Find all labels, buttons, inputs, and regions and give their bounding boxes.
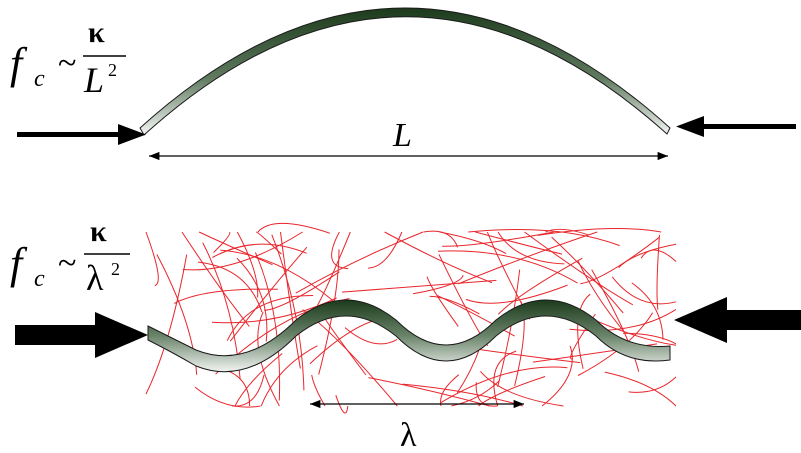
network-filament-line	[319, 310, 367, 376]
network-filament-line	[335, 395, 349, 414]
bottom-formula-lambda: λ	[86, 258, 104, 298]
network-filament-line	[541, 345, 573, 407]
network-filament-line	[236, 231, 259, 298]
top-panel: f c ~ κ L 2 L	[10, 7, 796, 161]
network-filament-line	[368, 231, 403, 269]
network-filament-line	[580, 236, 660, 285]
network-filament-line	[524, 231, 634, 306]
bottom-formula-subscript: c	[34, 266, 45, 292]
network-filament-line	[234, 353, 283, 407]
network-filament-line	[577, 260, 625, 333]
network-filament-line	[551, 236, 624, 314]
network-filament-line	[497, 231, 565, 265]
bottom-formula: f c ~ κ λ 2	[10, 215, 130, 298]
network-filament-line	[631, 282, 664, 340]
network-filament-line	[232, 374, 265, 407]
network-filament-line	[440, 366, 568, 404]
network-filament-line	[591, 269, 640, 372]
red-filament-network	[145, 222, 677, 414]
network-filament-line	[569, 308, 677, 332]
network-filament-line	[236, 257, 268, 342]
network-filament-line	[145, 231, 159, 286]
network-filament-line	[423, 230, 459, 248]
network-filament-line	[344, 327, 398, 345]
network-filament-line	[497, 257, 583, 315]
network-filament-line	[412, 274, 464, 295]
network-filament-line	[465, 284, 568, 304]
network-filament-line	[331, 231, 349, 270]
network-filament-line	[640, 249, 677, 262]
network-filament-line	[478, 376, 546, 407]
bottom-right-force-arrow	[674, 297, 801, 343]
network-filament-line	[213, 231, 231, 253]
top-left-force-arrow	[17, 124, 146, 145]
network-filament-line	[475, 231, 563, 255]
network-filament-line	[493, 350, 517, 407]
network-filament-line	[470, 347, 581, 364]
bottom-filament-wavy	[147, 299, 671, 373]
network-filament-line	[458, 231, 598, 285]
bottom-formula-backing	[6, 232, 142, 294]
network-filament-line	[341, 279, 497, 293]
network-filament-line	[311, 374, 326, 407]
network-filament-line	[220, 249, 344, 311]
network-filament-line	[480, 370, 564, 407]
top-formula-f: f	[10, 39, 28, 88]
network-filament-line	[229, 246, 308, 342]
network-filament-line	[426, 276, 459, 327]
network-filament-line	[197, 261, 263, 313]
network-filament-line	[181, 231, 250, 327]
network-filament-line	[537, 227, 662, 236]
network-filament-line	[271, 234, 305, 391]
network-filament-line	[194, 386, 261, 408]
network-filament-line	[384, 231, 493, 284]
top-right-force-arrow	[676, 116, 796, 137]
top-formula: f c ~ κ L 2	[10, 16, 126, 100]
bottom-formula-kappa: κ	[90, 215, 107, 248]
network-filament-line	[254, 252, 281, 401]
bottom-left-force-arrow	[15, 312, 148, 358]
network-filament-line	[628, 376, 677, 393]
network-filament-line	[145, 254, 188, 395]
network-filament-line	[545, 228, 589, 236]
network-filament-line	[618, 243, 677, 268]
top-formula-kappa: κ	[88, 16, 105, 49]
network-filament-line	[295, 231, 424, 294]
network-filament-line	[257, 222, 331, 234]
bottom-panel: f c ~ κ λ 2 λ	[6, 215, 801, 453]
network-filament-line	[198, 231, 273, 266]
network-filament-line	[468, 229, 620, 247]
wavelength-label: λ	[400, 417, 417, 453]
network-filament-line	[368, 377, 490, 407]
network-filament-line	[260, 345, 318, 407]
network-filament-line	[182, 231, 303, 271]
bottom-formula-tilde: ~	[58, 245, 76, 282]
network-filament-line	[226, 294, 314, 341]
network-filament-line	[212, 243, 307, 258]
top-filament-arch	[139, 7, 671, 136]
network-filament-line	[429, 295, 480, 315]
network-filament-line	[314, 231, 351, 311]
top-span-label: L	[392, 117, 412, 154]
top-formula-exponent: 2	[108, 60, 117, 80]
network-filament-line	[604, 371, 677, 407]
top-formula-subscript: c	[34, 66, 45, 92]
network-filament-line	[309, 318, 382, 365]
top-formula-L: L	[83, 60, 104, 100]
network-filament-line	[439, 231, 507, 255]
bottom-formula-exponent: 2	[111, 259, 120, 279]
network-filament-line	[280, 231, 301, 369]
top-formula-tilde: ~	[58, 45, 76, 82]
network-filament-line	[264, 271, 340, 311]
network-filament-line	[174, 288, 278, 304]
network-filament-line	[611, 276, 677, 305]
network-filament-line	[224, 369, 251, 407]
network-filament-line	[442, 231, 554, 247]
network-filament-line	[437, 250, 578, 284]
network-filament-line	[656, 234, 660, 310]
